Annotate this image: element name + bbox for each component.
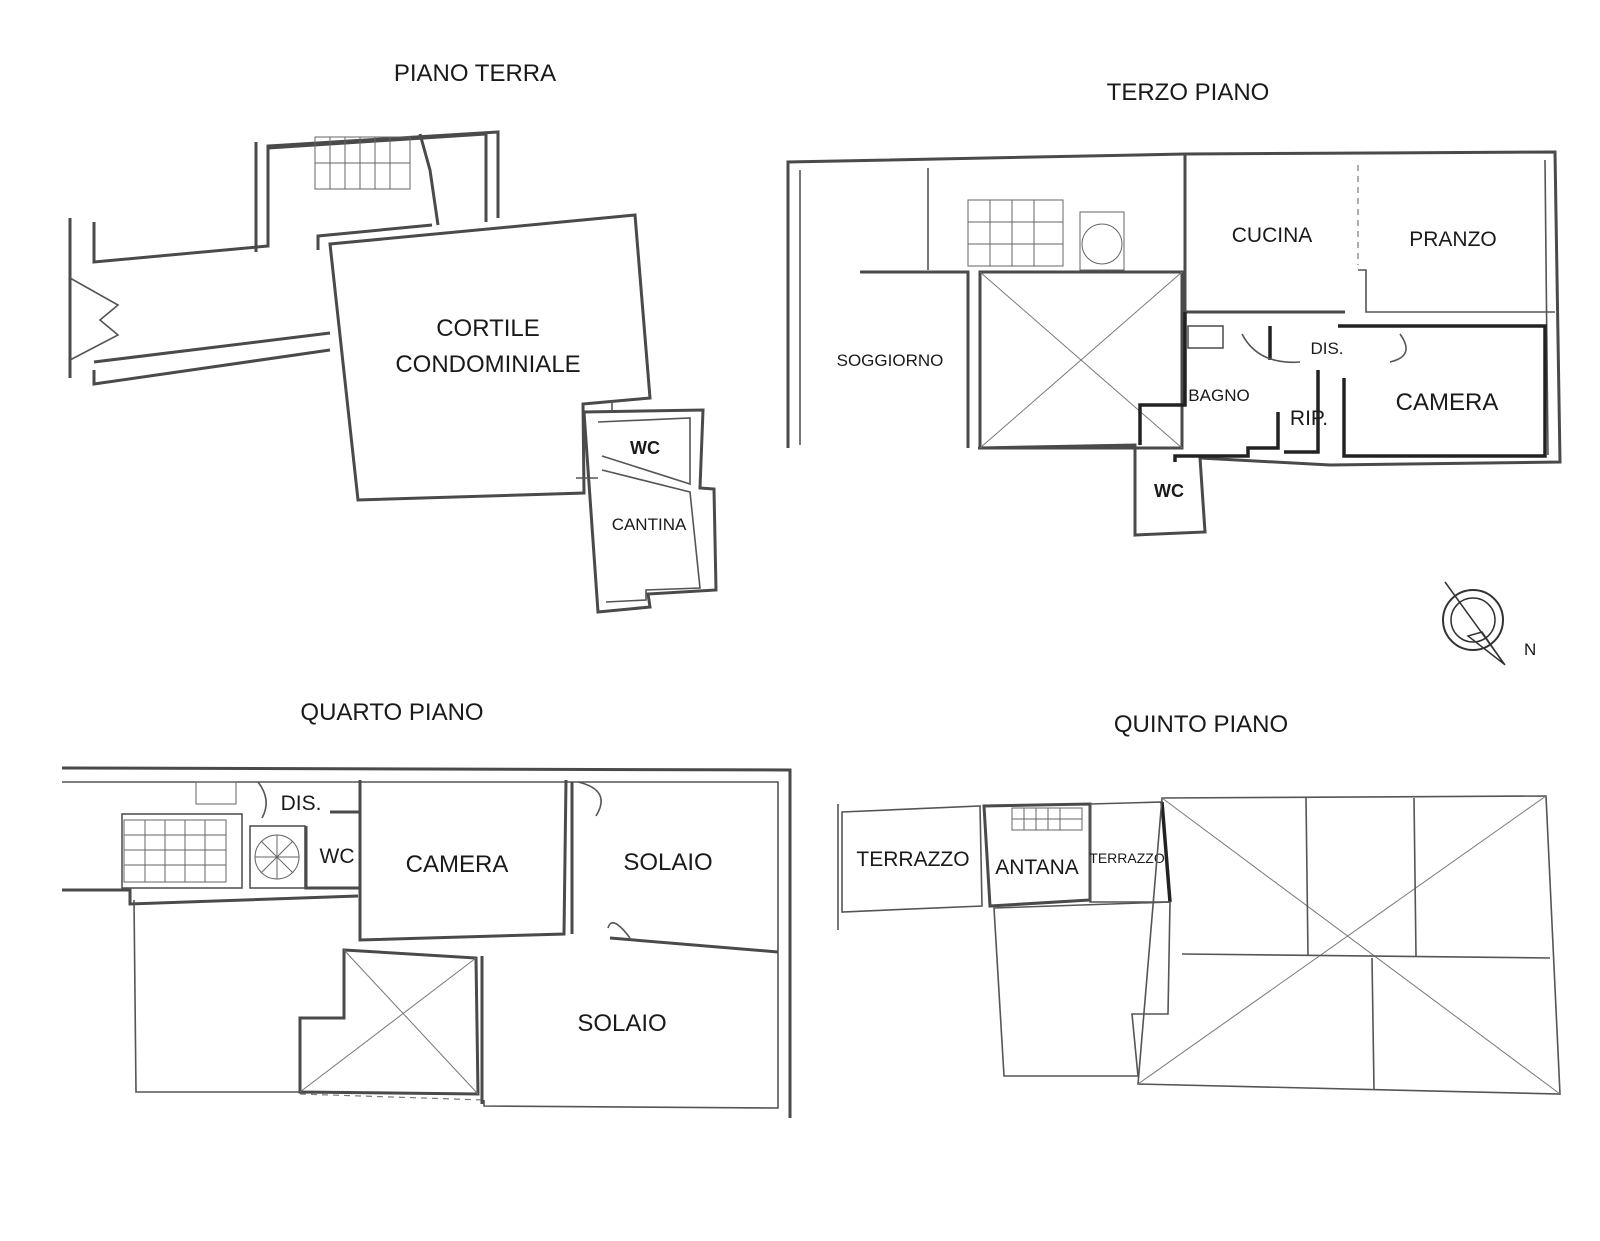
- pranzo-label: PRANZO: [1409, 228, 1497, 251]
- cortile-label-line2: CONDOMINIALE: [395, 351, 580, 378]
- ground-floor-title: PIANO TERRA: [394, 60, 556, 87]
- cucina-label: CUCINA: [1232, 224, 1313, 247]
- third-floor-title: TERZO PIANO: [1107, 79, 1270, 106]
- fourth-outer-walls: [61, 766, 792, 1118]
- ground-wc-cantina-block: [576, 400, 718, 614]
- ground-floor-plan: PIANO TERRA CORTILE CONDOMINIALE: [68, 60, 718, 614]
- terrazzo-small-label: TERRAZZO: [1089, 850, 1165, 866]
- fifth-terrazzo-left: [841, 805, 983, 913]
- ground-stair-well: [267, 132, 488, 250]
- terrazzo-left-label: TERRAZZO: [856, 848, 969, 871]
- fourth-dis-label: DIS.: [281, 792, 322, 815]
- third-wc-label: WC: [1154, 481, 1184, 501]
- north-arrow-icon: N: [1442, 581, 1536, 666]
- cantina-label: CANTINA: [612, 515, 687, 534]
- third-dis-label: DIS.: [1310, 339, 1343, 358]
- north-label: N: [1524, 640, 1536, 659]
- third-stair-well: [927, 168, 1125, 271]
- fifth-roof-main: [1137, 795, 1561, 1095]
- third-floor-plan: TERZO PIANO SOGGIORNO CUCINA PRANZO: [786, 79, 1562, 537]
- cortile-label-line1: CORTILE: [436, 315, 540, 342]
- fourth-floor-plan: QUARTO PIANO DIS.: [61, 699, 792, 1118]
- solaio-bottom-label: SOLAIO: [577, 1010, 666, 1037]
- cortile-condominiale-area: [328, 213, 652, 502]
- fourth-stair-well: [121, 781, 306, 889]
- soggiorno-label: SOGGIORNO: [837, 351, 944, 370]
- ground-entrance-corridor: [68, 130, 500, 386]
- bagno-label: BAGNO: [1188, 386, 1249, 405]
- third-outer-walls: [786, 150, 1562, 537]
- antana-label: ANTANA: [995, 856, 1079, 879]
- fourth-floor-title: QUARTO PIANO: [300, 699, 483, 726]
- fifth-floor-plan: QUINTO PIANO TERRAZZO ANTANA TERRAZZO: [837, 711, 1561, 1095]
- fifth-floor-title: QUINTO PIANO: [1114, 711, 1288, 738]
- fourth-camera-label: CAMERA: [406, 851, 509, 878]
- fourth-light-well: [298, 948, 480, 1096]
- third-camera-label: CAMERA: [1396, 389, 1499, 416]
- third-night-zone-walls: [1138, 312, 1547, 462]
- solaio-top-label: SOLAIO: [623, 849, 712, 876]
- third-light-well: [978, 270, 1184, 450]
- rip-label: RIP.: [1290, 407, 1328, 430]
- fifth-roof-lower: [993, 901, 1171, 1077]
- ground-wc-label: WC: [630, 438, 660, 458]
- fourth-wc-label: WC: [320, 845, 355, 868]
